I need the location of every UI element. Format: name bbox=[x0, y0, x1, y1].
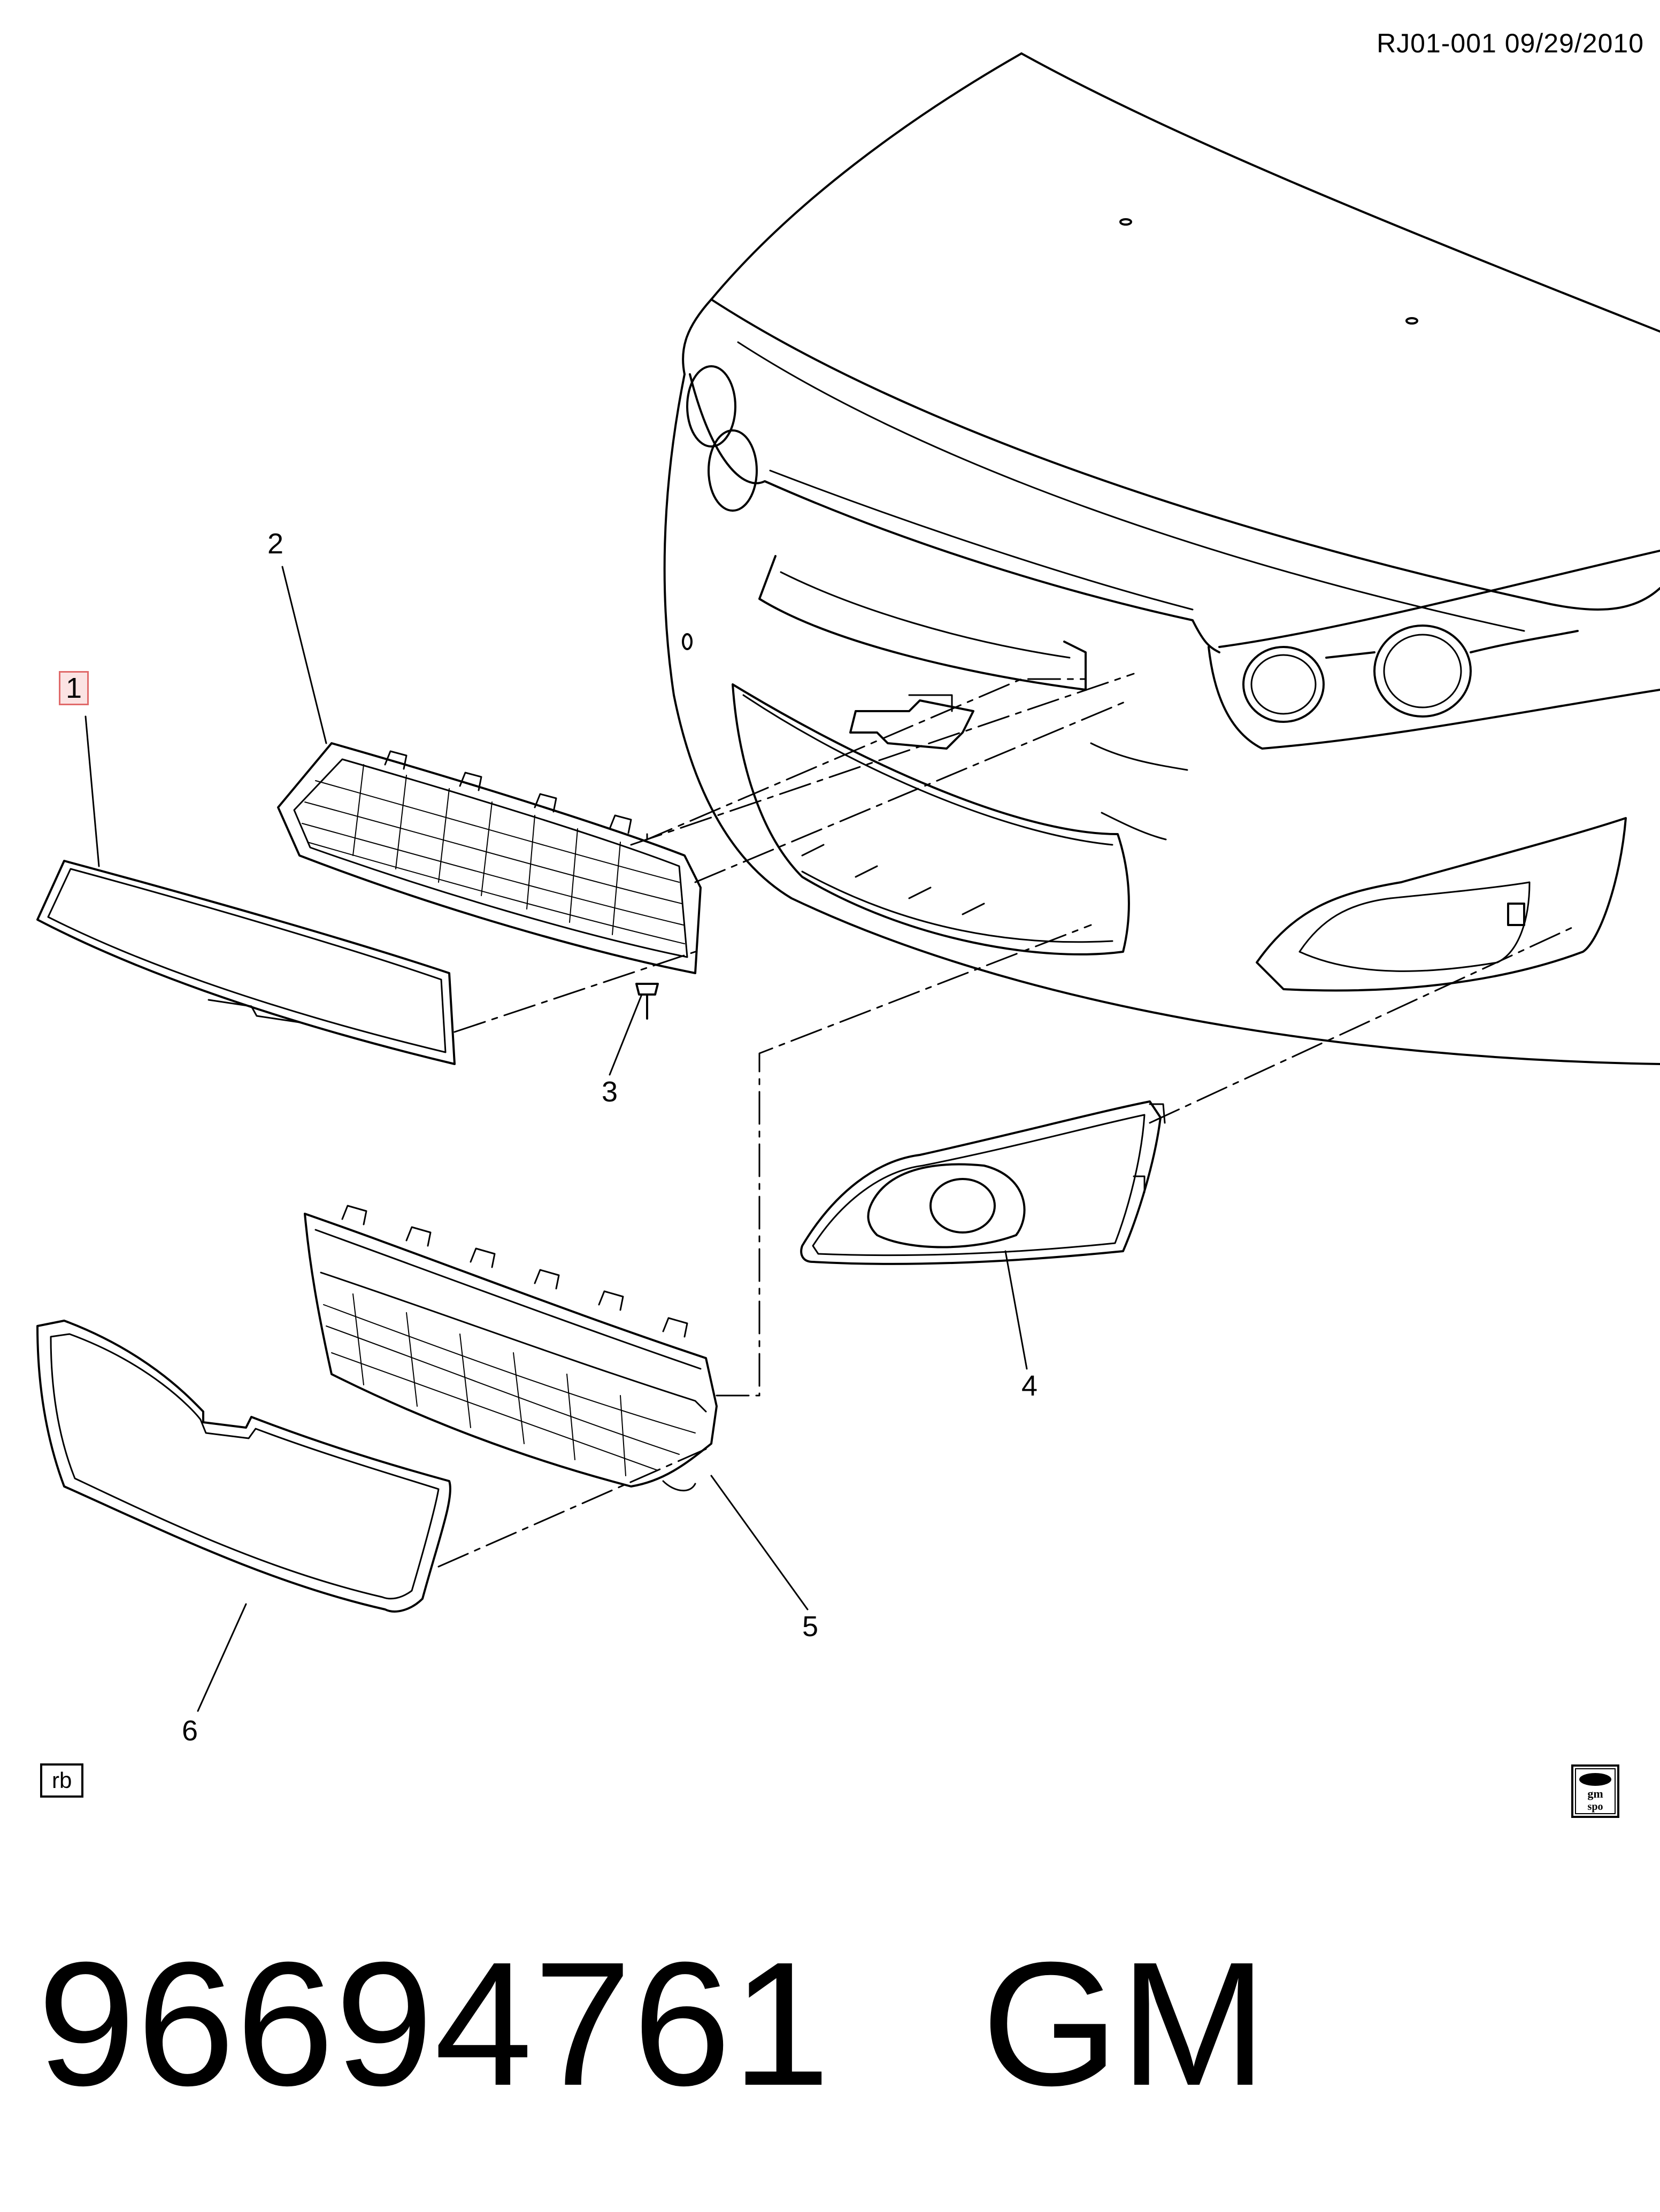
vehicle-front-outline bbox=[663, 52, 1660, 1065]
assembly-lines bbox=[437, 673, 1579, 1568]
part-number-caption: 96694761 GM bbox=[37, 1936, 1268, 2112]
part-6-lower-grille-surround bbox=[36, 1320, 451, 1613]
callout-6[interactable]: 6 bbox=[182, 1715, 198, 1747]
callout-4[interactable]: 4 bbox=[1021, 1370, 1038, 1402]
logo-text-gm: gm bbox=[1587, 1787, 1603, 1800]
exploded-parts-diagram bbox=[36, 52, 1660, 1712]
part-2-upper-grille-insert bbox=[277, 742, 702, 974]
rb-badge: rb bbox=[40, 1763, 84, 1798]
document-id: RJ01-001 09/29/2010 bbox=[1377, 28, 1644, 58]
callout-1[interactable]: 1 bbox=[59, 671, 89, 705]
part-4-fog-lamp-bezel bbox=[800, 1100, 1166, 1265]
part-3-screw bbox=[635, 983, 659, 1020]
leader-lines bbox=[84, 566, 1028, 1712]
callout-5[interactable]: 5 bbox=[802, 1610, 819, 1643]
part-1-upper-grille-surround bbox=[36, 860, 456, 1065]
brand-name: GM bbox=[981, 1925, 1268, 2122]
part-5-lower-grille-insert bbox=[304, 1205, 718, 1492]
callout-2[interactable]: 2 bbox=[267, 528, 284, 560]
logo-text-spo: spo bbox=[1588, 1801, 1603, 1813]
callout-3[interactable]: 3 bbox=[602, 1076, 618, 1108]
part-number: 96694761 bbox=[37, 1925, 832, 2122]
gmspo-logo-icon: gm spo bbox=[1571, 1764, 1619, 1818]
